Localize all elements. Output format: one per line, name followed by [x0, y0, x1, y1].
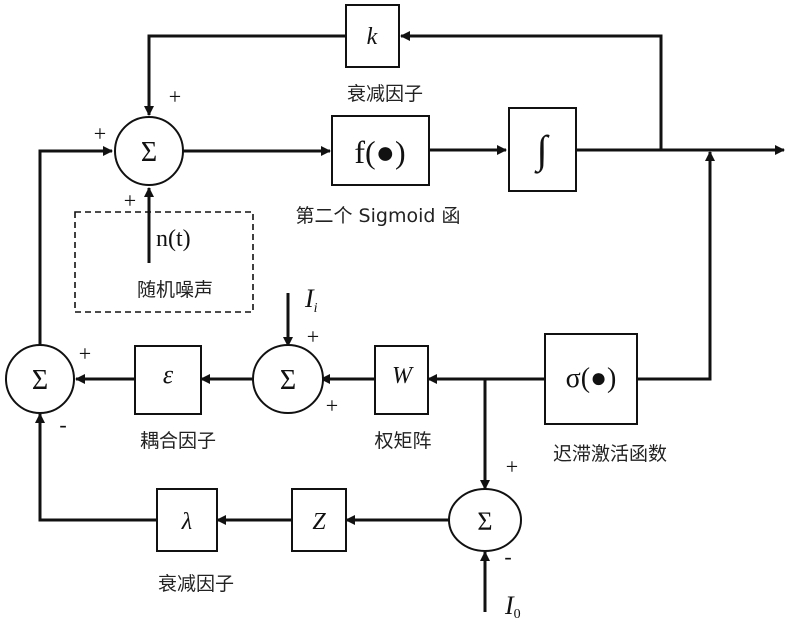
sign-bottom-bottom: - — [504, 544, 511, 569]
w-label: 权矩阵 — [374, 430, 431, 452]
sign-middle-top: + — [307, 324, 319, 349]
sum-left: Σ — [5, 344, 75, 414]
f-label: 第二个 Sigmoid 函 — [296, 205, 461, 227]
wires — [35, 31, 785, 612]
wire-left-sum-to-main-sum — [38, 146, 113, 345]
sum-bottom-sigma-icon: Σ — [477, 507, 492, 536]
block-w-symbol: W — [392, 363, 414, 389]
k-label: 衰减因子 — [347, 83, 423, 105]
block-z-symbol: Z — [312, 509, 326, 535]
sign-bottom-top: + — [506, 454, 518, 479]
wire-k-to-sum — [144, 34, 346, 116]
sigma-label: 迟滞激活函数 — [553, 443, 667, 465]
sum-middle: Σ — [252, 344, 324, 414]
lambda-label: 衰减因子 — [158, 573, 234, 595]
sign-left-bottom: - — [59, 412, 66, 437]
block-f-symbol: f(●) — [354, 134, 405, 170]
sign-main-left: + — [94, 121, 106, 146]
block-sigma-activation: σ(●) — [544, 333, 638, 425]
block-integral: ∫ — [508, 107, 577, 192]
integral-icon: ∫ — [534, 127, 551, 174]
block-k-symbol: k — [367, 24, 378, 50]
sign-main-top: + — [169, 84, 181, 109]
epsilon-label: 耦合因子 — [140, 430, 216, 452]
block-w: W — [374, 345, 429, 415]
block-lambda-symbol: λ — [181, 509, 192, 535]
wire-lambda-to-left-sum — [35, 413, 157, 522]
block-sigma-symbol: σ(●) — [566, 363, 617, 394]
noise-label: 随机噪声 — [137, 279, 213, 301]
wire-feedback-to-k — [400, 31, 663, 150]
noise-signal: n(t) — [156, 226, 191, 252]
sign-left-right: + — [79, 341, 91, 366]
block-k: k — [345, 4, 400, 68]
input-i0: I0 — [504, 591, 521, 622]
noise-dashed-box — [74, 211, 254, 313]
input-ii: Ii — [304, 284, 318, 316]
block-f: f(●) — [331, 115, 430, 186]
sum-main-sigma-icon: Σ — [141, 137, 157, 168]
sum-bottom: Σ — [448, 488, 522, 552]
wire-sigma-to-output — [637, 151, 715, 381]
block-lambda: λ — [156, 488, 218, 552]
block-z: Z — [291, 488, 347, 552]
sum-main: Σ — [114, 116, 184, 186]
block-epsilon-symbol: ε — [163, 360, 174, 389]
sign-main-bottom: + — [124, 188, 136, 213]
sign-middle-right: + — [326, 393, 338, 418]
noise-region: n(t) 随机噪声 — [74, 211, 254, 313]
block-epsilon: ε — [134, 345, 202, 415]
sum-left-sigma-icon: Σ — [32, 365, 48, 396]
sum-middle-sigma-icon: Σ — [280, 365, 296, 396]
